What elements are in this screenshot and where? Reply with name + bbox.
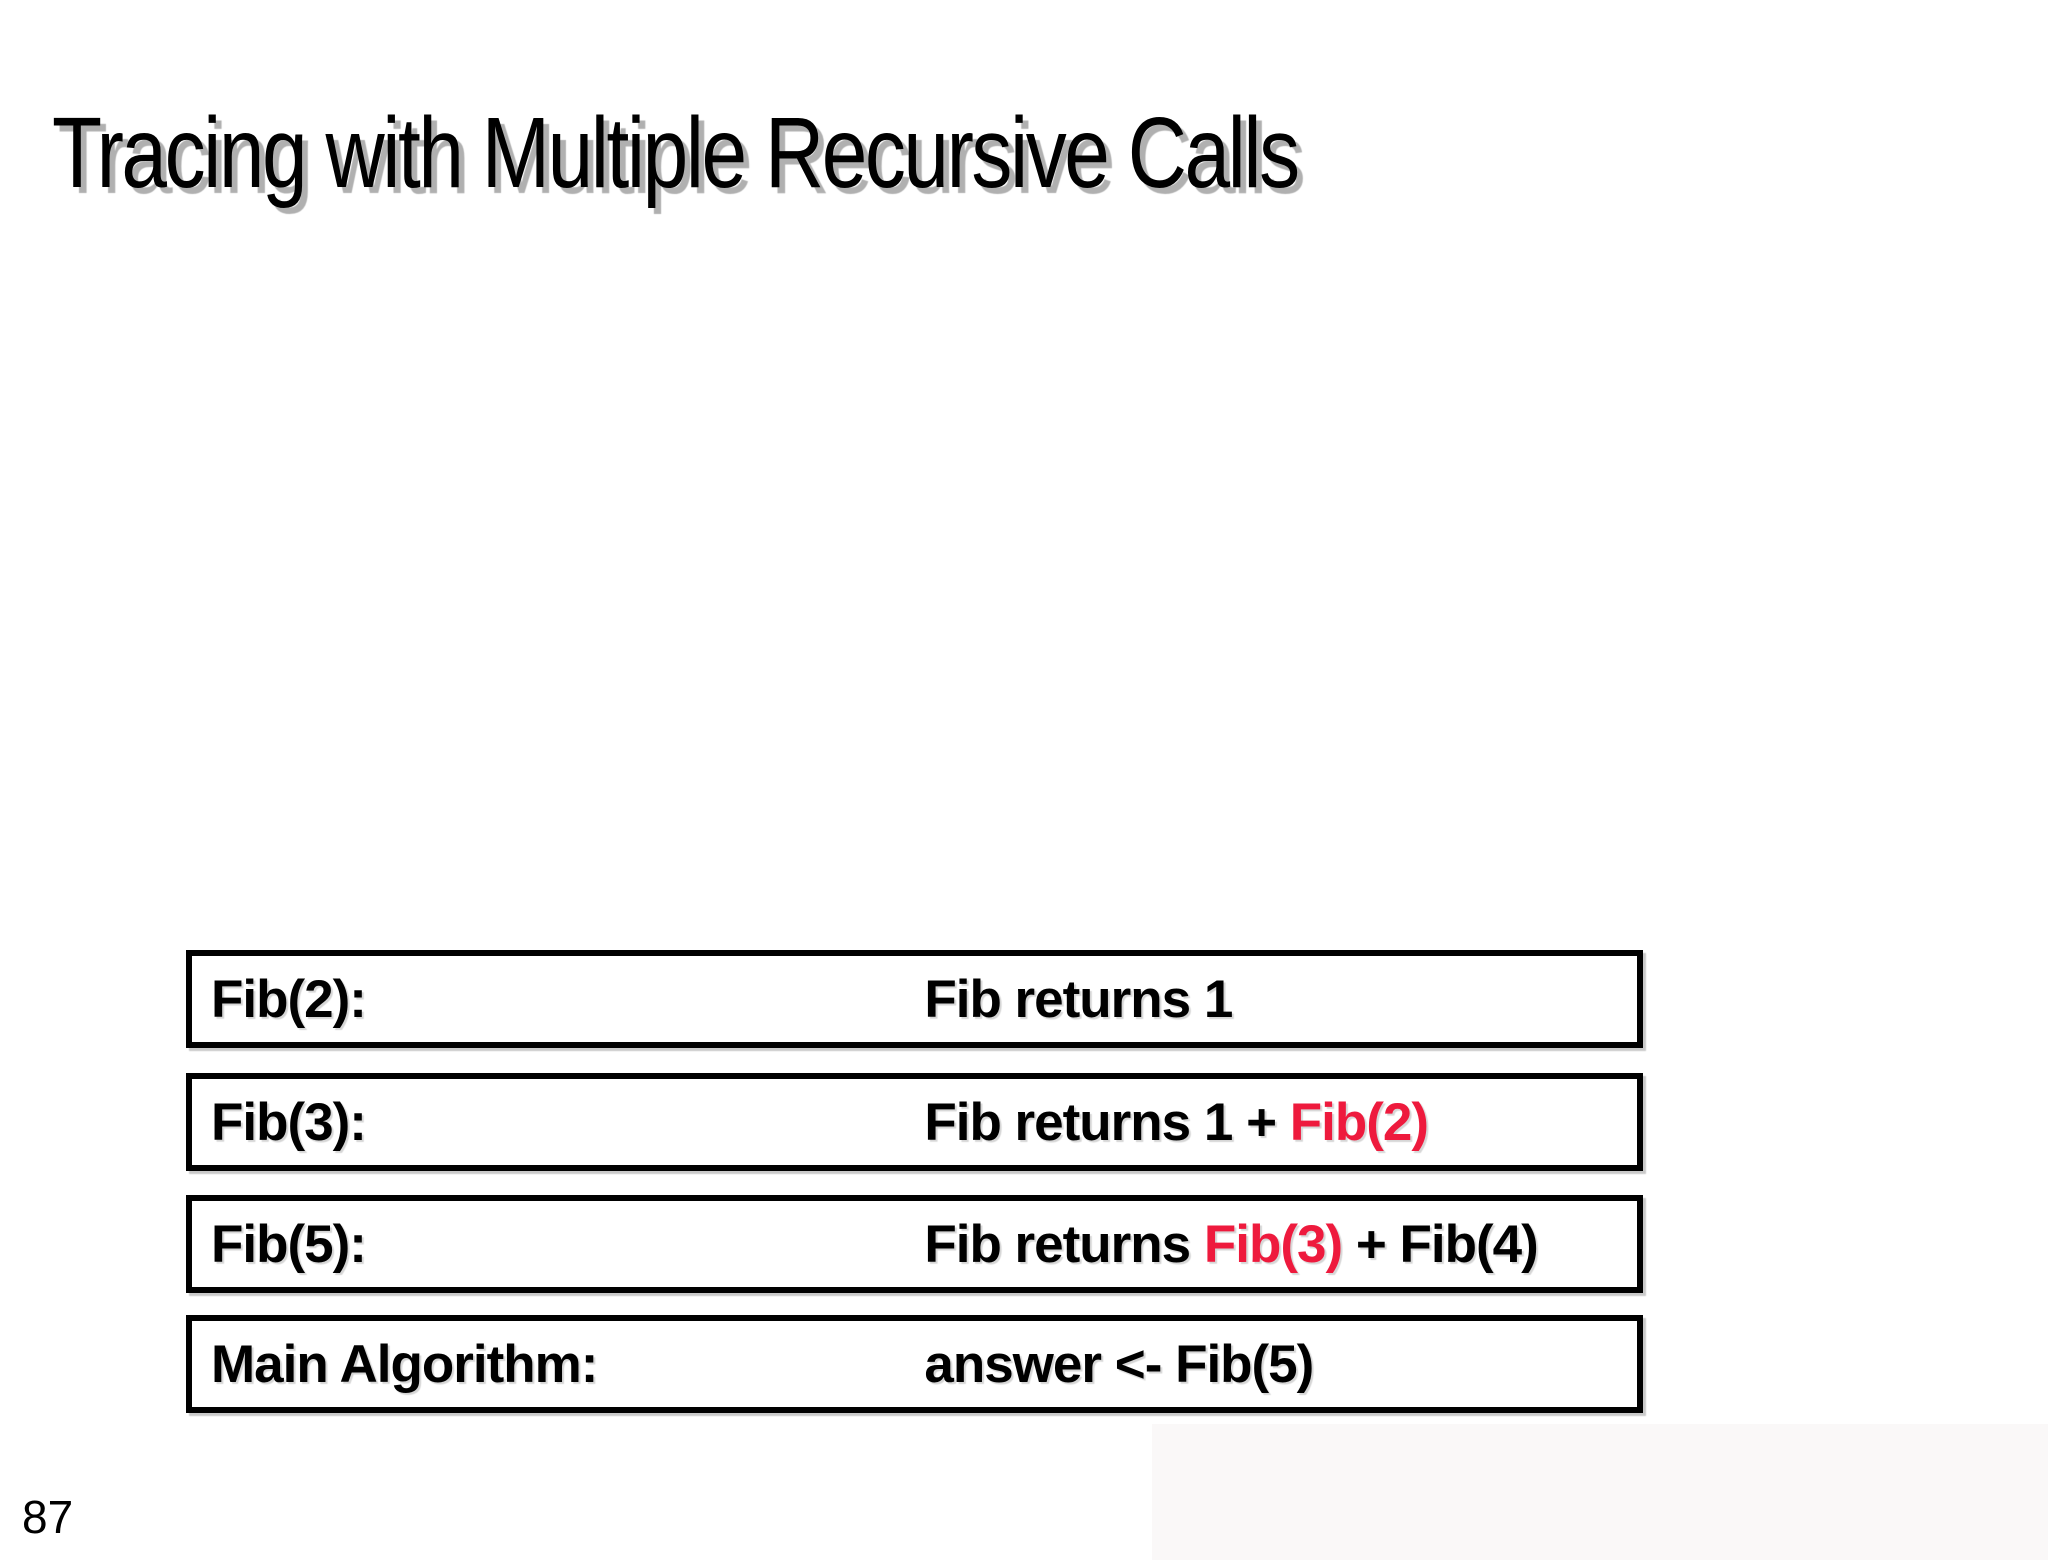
trace-box-value: Fib returns Fib(3) + Fib(4) bbox=[842, 1153, 1538, 1336]
trace-segment: Fib returns bbox=[924, 1214, 1204, 1274]
page-number: 87 bbox=[22, 1491, 74, 1543]
background-watermark bbox=[1152, 1424, 2048, 1560]
trace-box-label: Fib(2): bbox=[211, 969, 367, 1029]
trace-segment: Fib returns 1 bbox=[924, 969, 1233, 1029]
trace-segment: Fib returns 1 + bbox=[924, 1092, 1290, 1152]
trace-box-main-algorithm: Main Algorithm: answer <- Fib(5) bbox=[186, 1315, 1643, 1413]
trace-segment: answer <- Fib(5) bbox=[924, 1334, 1314, 1394]
trace-box-value: Fib returns 1 + Fib(2) bbox=[842, 1031, 1429, 1214]
trace-segment-highlight: Fib(2) bbox=[1289, 1092, 1429, 1152]
trace-box-label: Fib(3): bbox=[211, 1092, 367, 1152]
trace-box-fib3: Fib(3): Fib returns 1 + Fib(2) bbox=[186, 1073, 1643, 1171]
trace-box-fib2: Fib(2): Fib returns 1 bbox=[186, 950, 1643, 1048]
trace-segment: + Fib(4) bbox=[1342, 1214, 1539, 1274]
trace-box-value: answer <- Fib(5) bbox=[842, 1273, 1314, 1456]
trace-segment-highlight: Fib(3) bbox=[1203, 1214, 1343, 1274]
slide-title: Tracing with Multiple Recursive Calls bbox=[52, 97, 1300, 209]
trace-box-label: Fib(5): bbox=[211, 1214, 367, 1274]
trace-box-label: Main Algorithm: bbox=[211, 1334, 598, 1394]
trace-box-fib5: Fib(5): Fib returns Fib(3) + Fib(4) bbox=[186, 1195, 1643, 1293]
trace-box-value: Fib returns 1 bbox=[842, 908, 1233, 1091]
